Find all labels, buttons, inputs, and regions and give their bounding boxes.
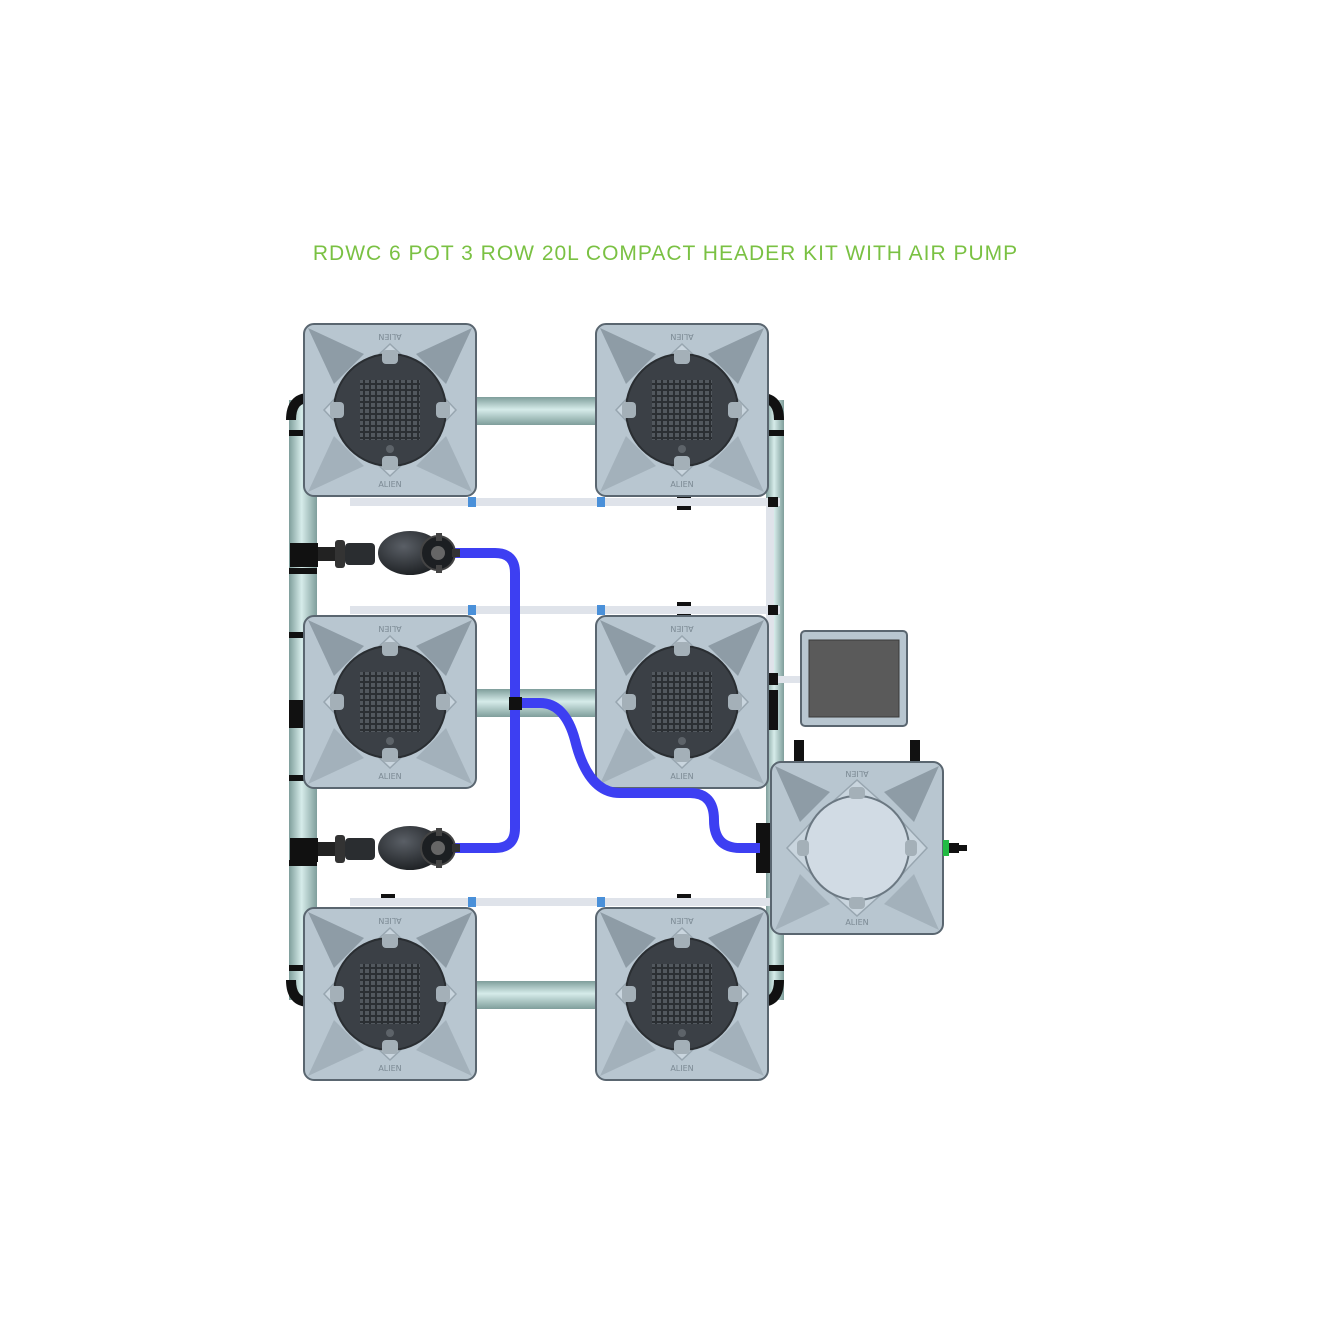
air-line-vertical <box>766 500 774 680</box>
grow-pot-5 <box>303 907 477 1081</box>
pipe-row-1 <box>470 397 600 425</box>
air-pump <box>800 630 908 727</box>
grow-pot-3 <box>303 615 477 789</box>
pipe-row-3 <box>470 981 600 1009</box>
air-line-connectors <box>468 497 605 907</box>
water-hose-2 <box>515 698 760 853</box>
header-tank: ALIEN ALIEN <box>770 740 944 935</box>
grow-pot-2 <box>595 323 769 497</box>
hose-tee-fitting <box>509 697 522 710</box>
air-line-1 <box>350 498 780 506</box>
outlet-valve <box>943 840 967 856</box>
air-line-2 <box>350 606 780 614</box>
diagram-title: RDWC 6 POT 3 ROW 20L COMPACT HEADER KIT … <box>312 242 1019 265</box>
air-line-to-pump <box>770 676 805 683</box>
grow-pot-6 <box>595 907 769 1081</box>
svg-text:ALIEN: ALIEN <box>845 769 868 778</box>
right-pipe-joints <box>756 430 784 971</box>
grow-pot-1 <box>303 323 477 497</box>
air-line-3 <box>350 898 770 906</box>
water-pump-1 <box>290 531 460 575</box>
grow-pot-4 <box>595 615 769 789</box>
water-pump-2 <box>290 826 460 870</box>
svg-text:ALIEN: ALIEN <box>845 918 868 927</box>
